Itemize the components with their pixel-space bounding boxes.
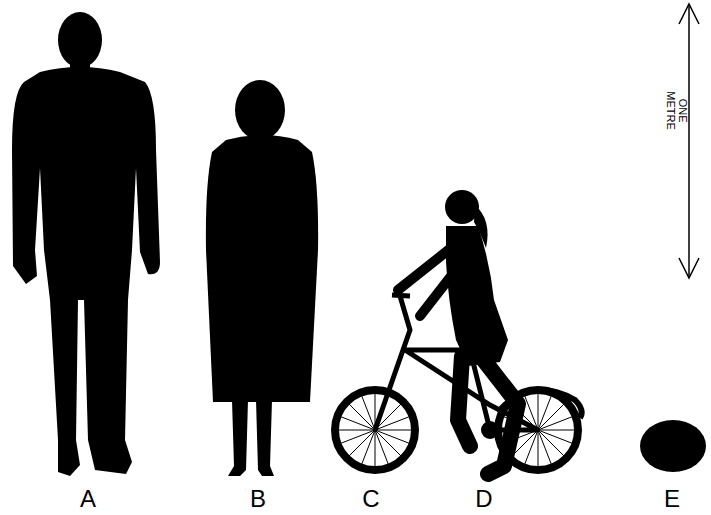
legs: [458, 350, 518, 474]
head: [445, 190, 479, 224]
figure-letter: A: [68, 487, 108, 511]
figure-letter: C: [351, 487, 391, 511]
ball: [640, 420, 706, 472]
figure-letter: B: [238, 487, 278, 511]
woman-silhouette: [206, 80, 318, 476]
body: [12, 67, 160, 476]
arrow-head: [679, 258, 699, 278]
girl-silhouette: [398, 190, 518, 474]
chainring: [482, 422, 498, 438]
man-silhouette: [12, 12, 160, 476]
arrow-shaft: [688, 4, 690, 278]
figure-letter: E: [652, 487, 692, 511]
arrow-head: [679, 4, 699, 24]
legs: [228, 400, 274, 476]
scale-label: ONE METRE: [664, 88, 687, 132]
coat: [206, 135, 318, 402]
figure-letter: D: [464, 487, 504, 511]
scale-arrow: [679, 4, 699, 278]
arms: [398, 244, 462, 316]
